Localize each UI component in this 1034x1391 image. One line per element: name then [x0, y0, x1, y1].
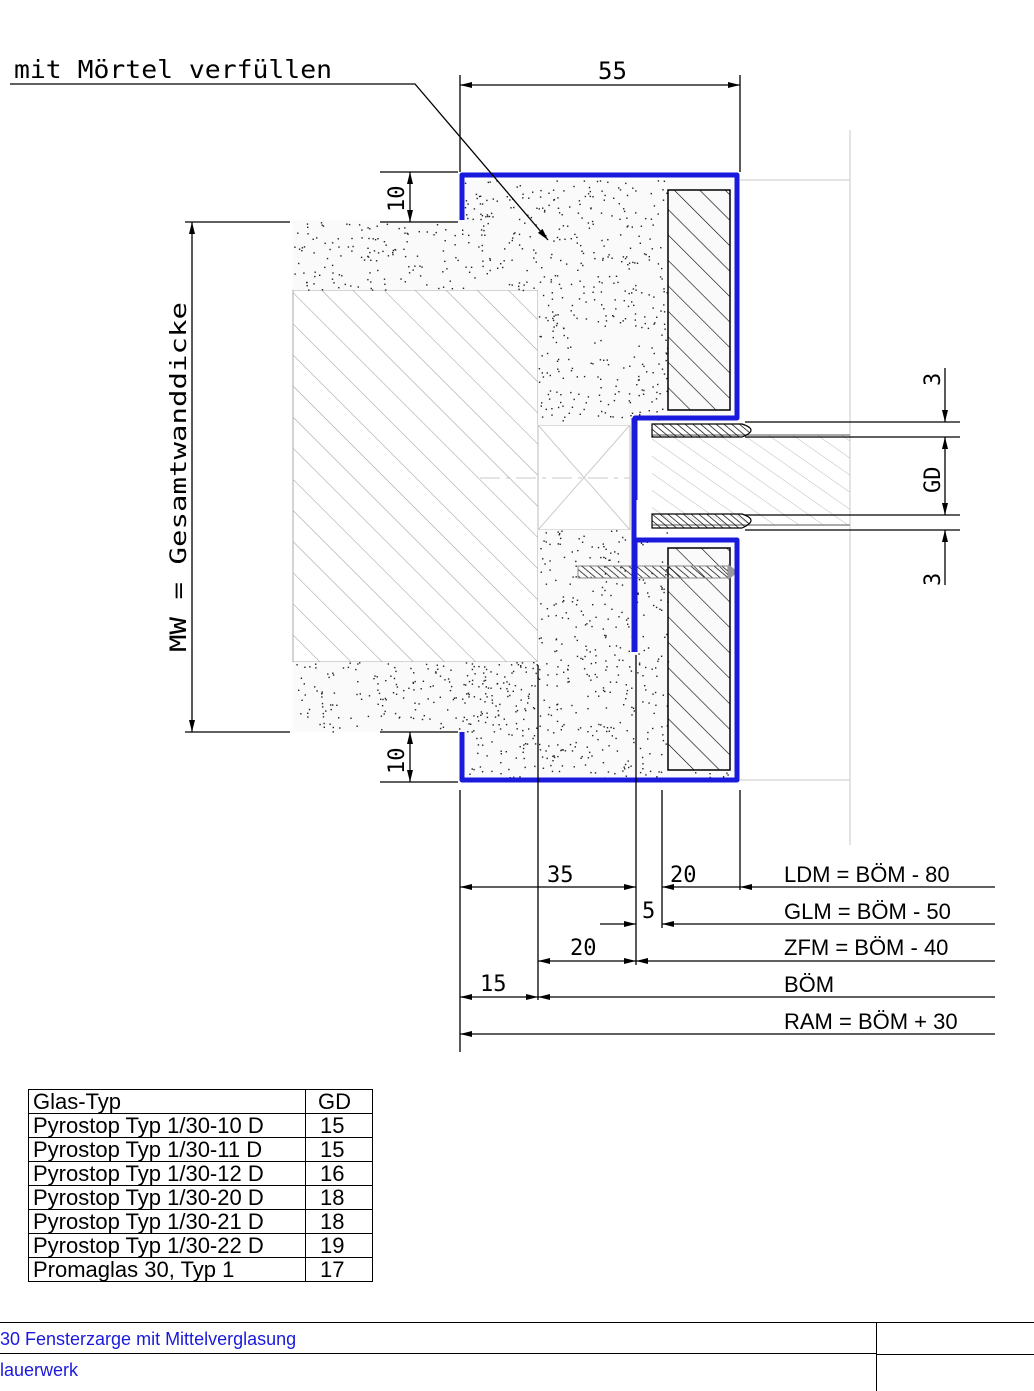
screw [577, 564, 738, 580]
formula-boem: BÖM [784, 972, 834, 997]
steel-frame [459, 172, 740, 783]
dim-top-width: 55 [598, 57, 627, 85]
dim-gap-top: 3 [921, 373, 946, 386]
dim-5: 5 [642, 899, 655, 924]
title-block-right-cell [876, 1322, 1034, 1391]
dim-15: 15 [480, 972, 507, 997]
title-row-1: 30 Fensterzarge mit Mittelverglasung [0, 1322, 876, 1354]
title-block: 30 Fensterzarge mit Mittelverglasung lau… [0, 1322, 1034, 1391]
glass-name: Pyrostop Typ 1/30-21 D [28, 1209, 306, 1234]
formula-ram: RAM = BÖM + 30 [784, 1009, 958, 1034]
header-glass-type: Glas-Typ [28, 1089, 306, 1114]
title-line-1: 30 Fensterzarge mit Mittelverglasung [0, 1329, 297, 1349]
title-block-divider [877, 1354, 1034, 1355]
dim-bottom-lip: 10 [385, 748, 410, 775]
dimension-lines [10, 75, 995, 1052]
title-row-2: lauerwerk [0, 1353, 876, 1385]
dim-20-lower: 20 [570, 936, 597, 961]
glass-gd: 17 [305, 1257, 373, 1282]
glass-gd: 16 [305, 1161, 373, 1186]
glass-gd: 18 [305, 1209, 373, 1234]
dim-wall-thickness: MW = Gesamtwanddicke [167, 302, 192, 652]
dim-top-lip: 10 [385, 186, 410, 213]
glass-name: Pyrostop Typ 1/30-12 D [28, 1161, 306, 1186]
glass-pane [651, 423, 850, 529]
mortar-annotation: mit Mörtel verfüllen [14, 55, 332, 84]
formula-ldm: LDM = BÖM - 80 [784, 862, 950, 887]
glass-name: Pyrostop Typ 1/30-22 D [28, 1233, 306, 1258]
glass-name: Pyrostop Typ 1/30-11 D [28, 1137, 306, 1162]
glass-name: Pyrostop Typ 1/30-10 D [28, 1113, 306, 1138]
title-line-2: lauerwerk [0, 1360, 79, 1380]
formula-zfm: ZFM = BÖM - 40 [784, 935, 948, 960]
dim-gap-bottom: 3 [921, 573, 946, 586]
dim-20-upper: 20 [670, 863, 697, 888]
glass-name: Promaglas 30, Typ 1 [28, 1257, 306, 1282]
glass-gd: 18 [305, 1185, 373, 1210]
dim-35: 35 [547, 863, 574, 888]
dim-glass-thickness: GD [921, 467, 946, 494]
timber-inserts [667, 189, 731, 771]
glass-gd: 19 [305, 1233, 373, 1258]
glass-gd: 15 [305, 1137, 373, 1162]
masonry-wall [292, 289, 631, 663]
header-gd: GD [305, 1089, 373, 1114]
mortar-fill [293, 180, 735, 780]
glass-name: Pyrostop Typ 1/30-20 D [28, 1185, 306, 1210]
glass-gd: 15 [305, 1113, 373, 1138]
table-header-row: Glas-Typ GD [28, 1089, 373, 1114]
formula-glm: GLM = BÖM - 50 [784, 899, 951, 924]
